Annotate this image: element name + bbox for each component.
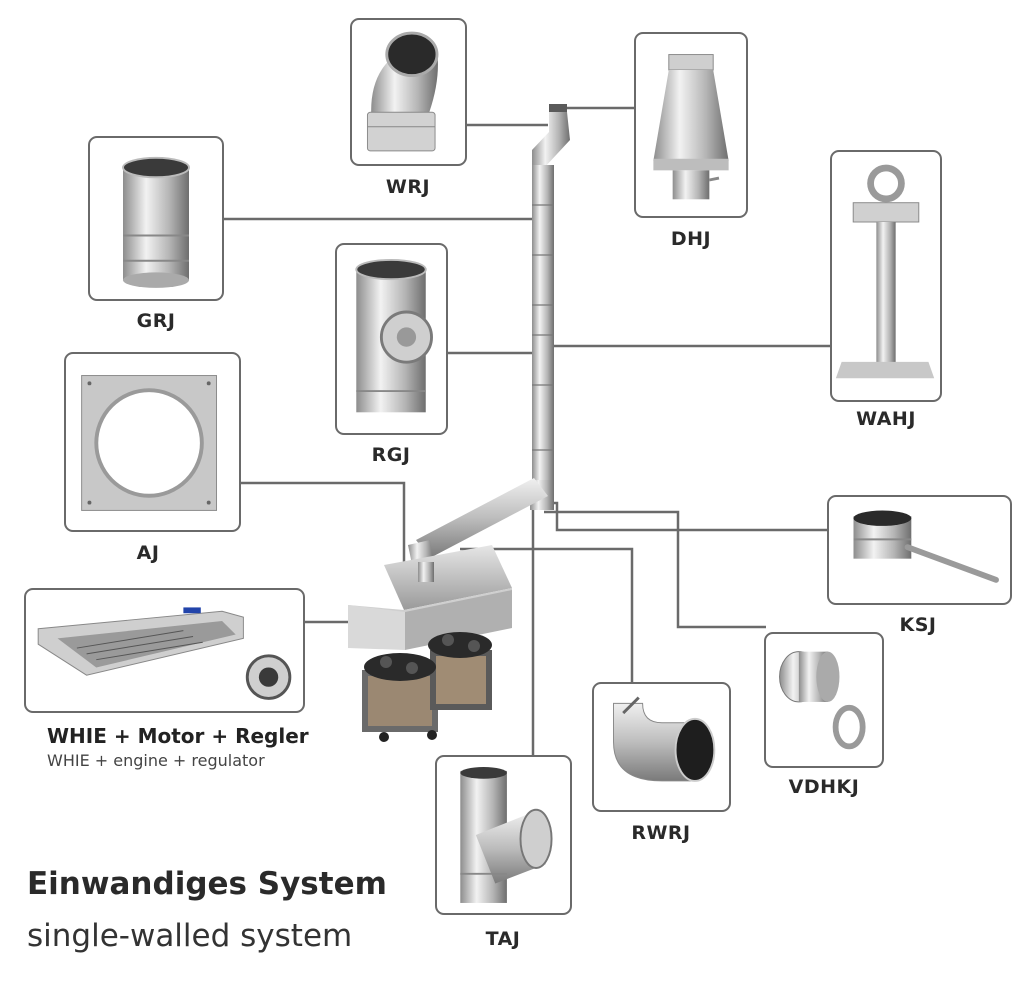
component-box-taj[interactable] (435, 755, 572, 915)
label-ksj: KSJ (899, 614, 937, 636)
component-box-dhj[interactable] (634, 32, 748, 218)
label-wrj: WRJ (385, 176, 431, 198)
tee-pipe-icon (460, 767, 553, 903)
label-whie-de: WHIE + Motor + Regler (47, 724, 309, 748)
title-english: single-walled system (27, 918, 353, 954)
label-grj: GRJ (136, 310, 176, 332)
straight-pipe-icon (122, 156, 190, 288)
label-rgj: RGJ (371, 444, 411, 466)
elbow-90-icon (613, 696, 716, 782)
elbow-pipe-icon (366, 31, 439, 152)
label-wahj: WAHJ (856, 408, 916, 430)
label-aj: AJ (136, 542, 160, 564)
component-box-rwrj[interactable] (592, 682, 731, 812)
title-german: Einwandiges System (27, 866, 387, 902)
extractor-hood-icon (37, 607, 292, 700)
label-dhj: DHJ (670, 228, 712, 250)
component-box-aj[interactable] (64, 352, 241, 532)
connector-vdhkj (544, 510, 766, 629)
damper-pipe-icon (853, 510, 999, 583)
component-box-grj[interactable] (88, 136, 224, 301)
connector-aj (241, 481, 406, 582)
label-taj: TAJ (485, 928, 521, 950)
component-box-rgj[interactable] (335, 243, 448, 435)
component-box-wrj[interactable] (350, 18, 467, 166)
cleanout-pipe-icon (355, 258, 433, 413)
label-vdhkj: VDHKJ (788, 776, 860, 798)
component-box-vdhkj[interactable] (764, 632, 884, 768)
label-whie-en: WHIE + engine + regulator (47, 751, 265, 770)
component-box-ksj[interactable] (827, 495, 1012, 605)
connector-rwrj (460, 547, 634, 683)
component-box-wahj[interactable] (830, 150, 942, 402)
wall-bracket-icon (835, 164, 935, 379)
coupling-ring-icon (779, 651, 866, 750)
rain-cap-icon (653, 54, 729, 200)
component-box-whie[interactable] (24, 588, 305, 713)
wall-plate-icon (81, 375, 218, 511)
label-rwrj: RWRJ (631, 822, 691, 844)
